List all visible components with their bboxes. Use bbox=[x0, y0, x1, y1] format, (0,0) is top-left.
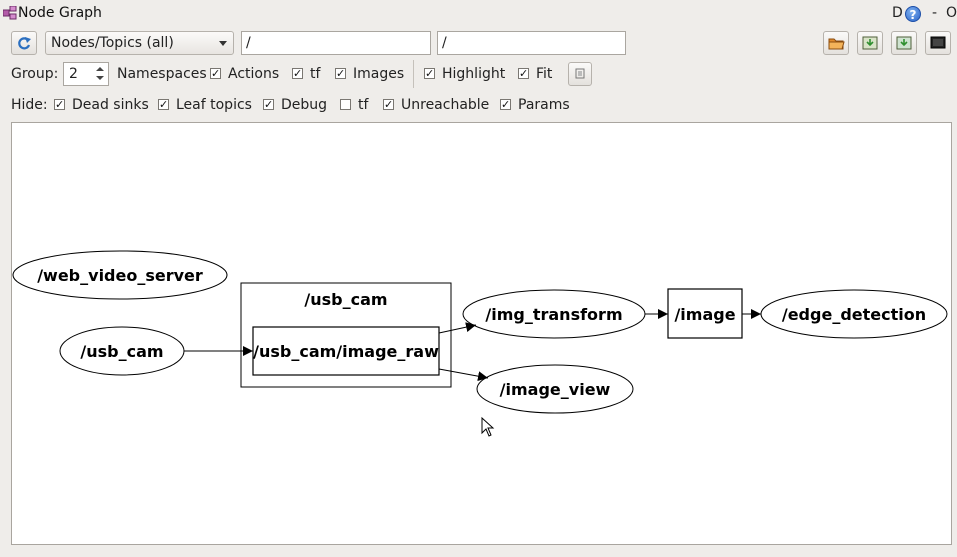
refresh-icon bbox=[18, 37, 31, 50]
images-label: Images bbox=[353, 66, 405, 82]
dead-sinks-checkbox[interactable]: ✓ bbox=[54, 98, 65, 111]
node-label: /image_view bbox=[500, 380, 611, 399]
folder-open-icon bbox=[828, 38, 845, 50]
help-icon[interactable]: ? bbox=[905, 6, 921, 22]
debug-label: Debug bbox=[281, 97, 328, 113]
hide-tf-label: tf bbox=[358, 97, 369, 113]
node-label: /img_transform bbox=[485, 305, 622, 324]
fit-checkbox[interactable]: ✓ bbox=[518, 67, 529, 80]
topic-label: /usb_cam/image_raw bbox=[253, 342, 439, 361]
params-label: Params bbox=[518, 97, 570, 113]
save-image-button[interactable] bbox=[925, 31, 951, 55]
leaf-topics-label: Leaf topics bbox=[176, 97, 252, 113]
namespace-label: /usb_cam bbox=[304, 290, 387, 309]
dock-button[interactable]: D bbox=[892, 5, 903, 21]
highlight-label: Highlight bbox=[442, 66, 506, 82]
save-svg-icon bbox=[896, 36, 912, 50]
node-img-transform[interactable]: /img_transform bbox=[462, 289, 646, 339]
node-filter-input[interactable]: / bbox=[241, 31, 431, 55]
close-button[interactable]: O bbox=[946, 5, 957, 21]
params-checkbox[interactable]: ✓ bbox=[500, 98, 511, 111]
chevron-up-icon[interactable] bbox=[96, 67, 104, 71]
refresh-button[interactable] bbox=[11, 31, 37, 55]
view-mode-value: Nodes/Topics (all) bbox=[51, 35, 174, 51]
group-value: 2 bbox=[69, 66, 78, 82]
graph-canvas[interactable]: /web_video_server /usb_cam /usb_cam /usb… bbox=[11, 122, 952, 545]
minimize-button[interactable]: - bbox=[932, 5, 938, 21]
save-svg-button[interactable] bbox=[891, 31, 917, 55]
topic-usb-cam-image-raw[interactable]: /usb_cam/image_raw bbox=[252, 326, 440, 376]
highlight-checkbox[interactable]: ✓ bbox=[424, 67, 435, 80]
hide-tf-checkbox[interactable] bbox=[340, 99, 351, 110]
dead-sinks-label: Dead sinks bbox=[72, 97, 149, 113]
chevron-down-icon bbox=[219, 41, 227, 46]
leaf-topics-checkbox[interactable]: ✓ bbox=[158, 98, 169, 111]
node-label: /usb_cam bbox=[80, 342, 163, 361]
fit-in-view-button[interactable] bbox=[568, 62, 592, 86]
fit-label: Fit bbox=[536, 66, 553, 82]
group-spinbox[interactable]: 2 bbox=[63, 62, 109, 86]
unreachable-checkbox[interactable]: ✓ bbox=[383, 98, 394, 111]
node-web-video-server[interactable]: /web_video_server bbox=[12, 250, 228, 300]
toolbar-separator bbox=[413, 60, 414, 88]
save-dot-button[interactable] bbox=[857, 31, 883, 55]
topic-filter-input[interactable]: / bbox=[437, 31, 626, 55]
node-usb-cam[interactable]: /usb_cam bbox=[59, 326, 185, 376]
edge-image-raw-to-image-view bbox=[438, 368, 489, 382]
actions-label: Actions bbox=[228, 66, 280, 82]
images-checkbox[interactable]: ✓ bbox=[335, 67, 346, 80]
tf-checkbox[interactable]: ✓ bbox=[292, 67, 303, 80]
topic-image[interactable]: /image bbox=[667, 288, 743, 339]
node-label: /edge_detection bbox=[782, 305, 926, 324]
edge-image-raw-to-img-transform bbox=[438, 322, 477, 334]
mouse-cursor-icon bbox=[481, 416, 495, 437]
group-label: Group: bbox=[11, 66, 59, 82]
namespace-usb-cam: /usb_cam bbox=[240, 282, 452, 388]
node-graph[interactable]: /web_video_server /usb_cam /usb_cam /usb… bbox=[12, 123, 951, 544]
app-icon bbox=[3, 6, 17, 20]
unreachable-label: Unreachable bbox=[401, 97, 490, 113]
tf-label: tf bbox=[310, 66, 321, 82]
fit-view-icon bbox=[575, 68, 585, 79]
debug-checkbox[interactable]: ✓ bbox=[263, 98, 274, 111]
window-title: Node Graph bbox=[18, 5, 102, 21]
node-image-view[interactable]: /image_view bbox=[476, 364, 634, 414]
view-mode-select[interactable]: Nodes/Topics (all) bbox=[45, 31, 234, 55]
namespaces-label: Namespaces bbox=[117, 66, 207, 82]
save-image-icon bbox=[862, 36, 878, 50]
node-edge-detection[interactable]: /edge_detection bbox=[760, 289, 948, 339]
topic-label: /image bbox=[674, 305, 735, 324]
hide-label: Hide: bbox=[11, 97, 48, 113]
chevron-down-icon[interactable] bbox=[96, 76, 104, 80]
node-label: /web_video_server bbox=[37, 266, 203, 285]
screen-icon bbox=[930, 36, 946, 49]
actions-checkbox[interactable]: ✓ bbox=[210, 67, 221, 80]
load-dot-button[interactable] bbox=[823, 31, 849, 55]
